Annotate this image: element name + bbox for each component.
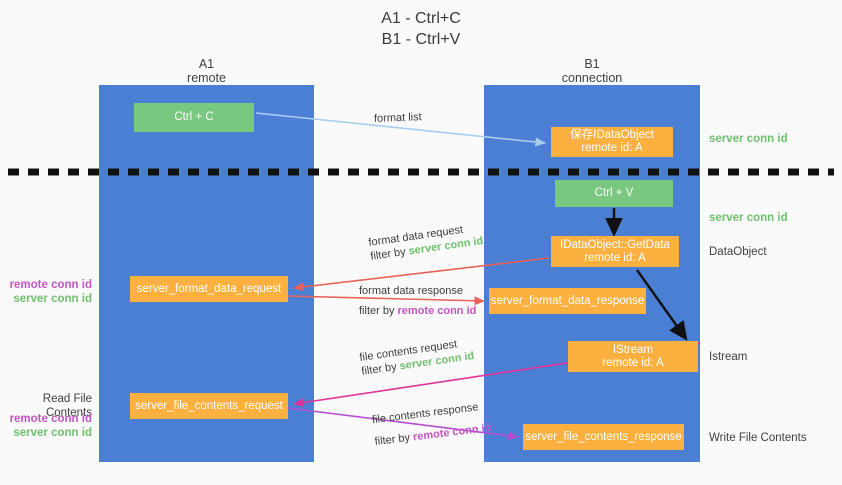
node-server-format-data-response-label: server_format_data_response	[490, 294, 645, 307]
wire-label-file-contents-response-filter-prefix: filter by	[374, 431, 414, 449]
node-ctrl-v-label: Ctrl + V	[594, 187, 634, 199]
node-save-idataobject[interactable]: 保存IDataObject remote id: A	[551, 127, 673, 157]
wire-label-format-data-response-line1: format data response	[359, 285, 463, 297]
wire-label-file-contents-response-filter-key: remote conn id	[412, 421, 492, 444]
wire-label-format-data-response-filter-prefix: filter by	[359, 305, 398, 317]
diagram-title: A1 - Ctrl+C B1 - Ctrl+V	[0, 8, 842, 50]
node-istream-sub: remote id: A	[602, 356, 664, 369]
node-idataobject-getdata-label: IDataObject::GetData	[560, 238, 670, 251]
swimlane-a1-header: A1 remote	[99, 57, 314, 85]
left-label-conn-ids-file: remote conn id server conn id	[0, 412, 92, 440]
swimlane-b1-name: B1	[584, 57, 600, 71]
node-ctrl-v[interactable]: Ctrl + V	[555, 180, 673, 207]
wire-label-file-contents-response: file contents response filter by remote …	[371, 399, 492, 449]
node-server-file-contents-request[interactable]: server_file_contents_request	[130, 393, 288, 419]
node-istream[interactable]: IStream remote id: A	[568, 341, 698, 372]
wire-label-format-data-request-filter-prefix: filter by	[369, 245, 410, 263]
node-idataobject-getdata-sub: remote id: A	[584, 251, 646, 264]
node-server-file-contents-request-label: server_file_contents_request	[135, 399, 283, 412]
wire-label-format-list-text: format list	[373, 111, 422, 125]
node-istream-label: IStream	[612, 343, 654, 356]
left-label-remote-conn-id-a: remote conn id	[9, 279, 92, 291]
node-server-format-data-response[interactable]: server_format_data_response	[489, 288, 646, 314]
right-label-dataobject: DataObject	[709, 246, 767, 258]
node-server-file-contents-response[interactable]: server_file_contents_response	[523, 424, 684, 450]
left-label-server-conn-id-b: server conn id	[13, 427, 92, 439]
swimlane-a1-role: remote	[187, 71, 226, 85]
swimlane-b1-role: connection	[561, 71, 623, 85]
node-idataobject-getdata[interactable]: IDataObject::GetData remote id: A	[551, 236, 679, 267]
node-save-idataobject-sub: remote id: A	[581, 142, 643, 154]
node-server-format-data-request[interactable]: server_format_data_request	[130, 276, 288, 302]
wire-label-format-data-request: format data request filter by server con…	[368, 220, 485, 264]
swimlane-a1-name: A1	[198, 57, 215, 71]
right-label-write-file-contents: Write File Contents	[709, 432, 807, 444]
swimlane-b1-header: B1 connection	[484, 57, 700, 85]
node-server-file-contents-response-label: server_file_contents_response	[525, 430, 682, 443]
right-label-istream: Istream	[709, 351, 748, 363]
left-label-remote-conn-id-b: remote conn id	[9, 413, 92, 425]
node-save-idataobject-label: 保存IDataObject	[570, 129, 654, 141]
title-line-2: B1 - Ctrl+V	[381, 31, 461, 48]
node-server-format-data-request-label: server_format_data_request	[136, 282, 282, 295]
left-label-conn-ids-format: remote conn id server conn id	[0, 278, 92, 306]
right-label-server-conn-id-top: server conn id	[709, 133, 788, 145]
title-line-1: A1 - Ctrl+C	[381, 10, 461, 27]
wire-label-file-contents-request: file contents request filter by server c…	[359, 335, 476, 379]
wire-label-format-data-response-filter-key: remote conn id	[397, 305, 477, 317]
node-ctrl-c-label: Ctrl + C	[174, 111, 214, 123]
wire-label-format-list: format list	[374, 110, 422, 126]
right-label-server-conn-id-mid: server conn id	[709, 212, 788, 224]
wire-label-format-data-response: format data response filter by remote co…	[359, 284, 476, 318]
left-label-read-file-contents: Read File Contents	[42, 393, 92, 419]
left-label-server-conn-id-a: server conn id	[13, 293, 92, 305]
node-ctrl-c[interactable]: Ctrl + C	[134, 103, 254, 132]
wire-label-file-contents-request-filter-prefix: filter by	[360, 360, 401, 378]
wire-label-file-contents-response-line1: file contents response	[371, 401, 480, 427]
